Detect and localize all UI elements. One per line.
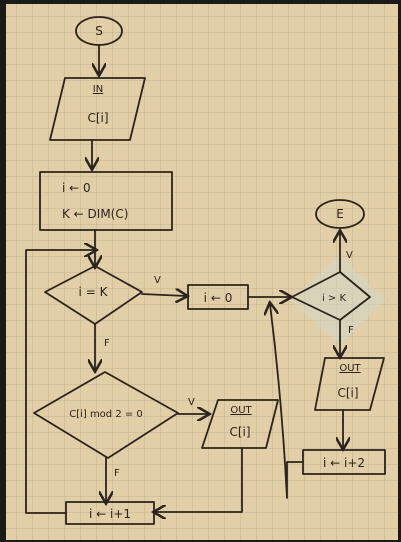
decision2-diamond bbox=[33, 371, 179, 459]
increment2-label: i ← i+2 bbox=[323, 456, 365, 470]
arrow-d1-reset bbox=[141, 294, 186, 296]
decision2-cond: C[i] mod 2 = 0 bbox=[69, 409, 143, 420]
input-header: IN bbox=[93, 84, 103, 95]
decision3-true-label: V bbox=[346, 250, 353, 261]
output2-header: OUT bbox=[339, 363, 361, 374]
reset-label: i ← 0 bbox=[204, 291, 233, 305]
output1-parallelogram bbox=[201, 399, 279, 449]
decision1-true-label: V bbox=[154, 275, 161, 286]
decision2-false-label: F bbox=[114, 468, 120, 479]
end-label: E bbox=[336, 207, 344, 221]
input-expr: C[i] bbox=[87, 111, 108, 125]
output1-header: OUT bbox=[230, 405, 252, 416]
arrow-inc2-loop bbox=[270, 304, 304, 499]
arrow-output1-inc bbox=[155, 447, 243, 512]
increment1-label: i ← i+1 bbox=[89, 507, 131, 521]
arrow-inc1-loop bbox=[25, 250, 95, 514]
output2-expr: C[i] bbox=[337, 386, 358, 400]
output2-parallelogram bbox=[314, 357, 385, 411]
decision3-diamond bbox=[291, 271, 371, 321]
init-process bbox=[39, 171, 173, 231]
input-parallelogram bbox=[49, 77, 146, 141]
end-terminal bbox=[315, 199, 365, 229]
highlight-glare bbox=[290, 255, 385, 345]
decision1-cond: i = K bbox=[79, 285, 109, 299]
start-label: S bbox=[95, 24, 103, 38]
decision3-cond: i > K bbox=[322, 293, 347, 304]
decision2-true-label: V bbox=[188, 397, 195, 408]
decision3-false-label: F bbox=[348, 325, 354, 336]
decision1-false-label: F bbox=[104, 338, 110, 349]
init-line2: K ← DIM(C) bbox=[62, 207, 128, 221]
output1-expr: C[i] bbox=[229, 425, 250, 439]
init-line1: i ← 0 bbox=[62, 181, 91, 195]
